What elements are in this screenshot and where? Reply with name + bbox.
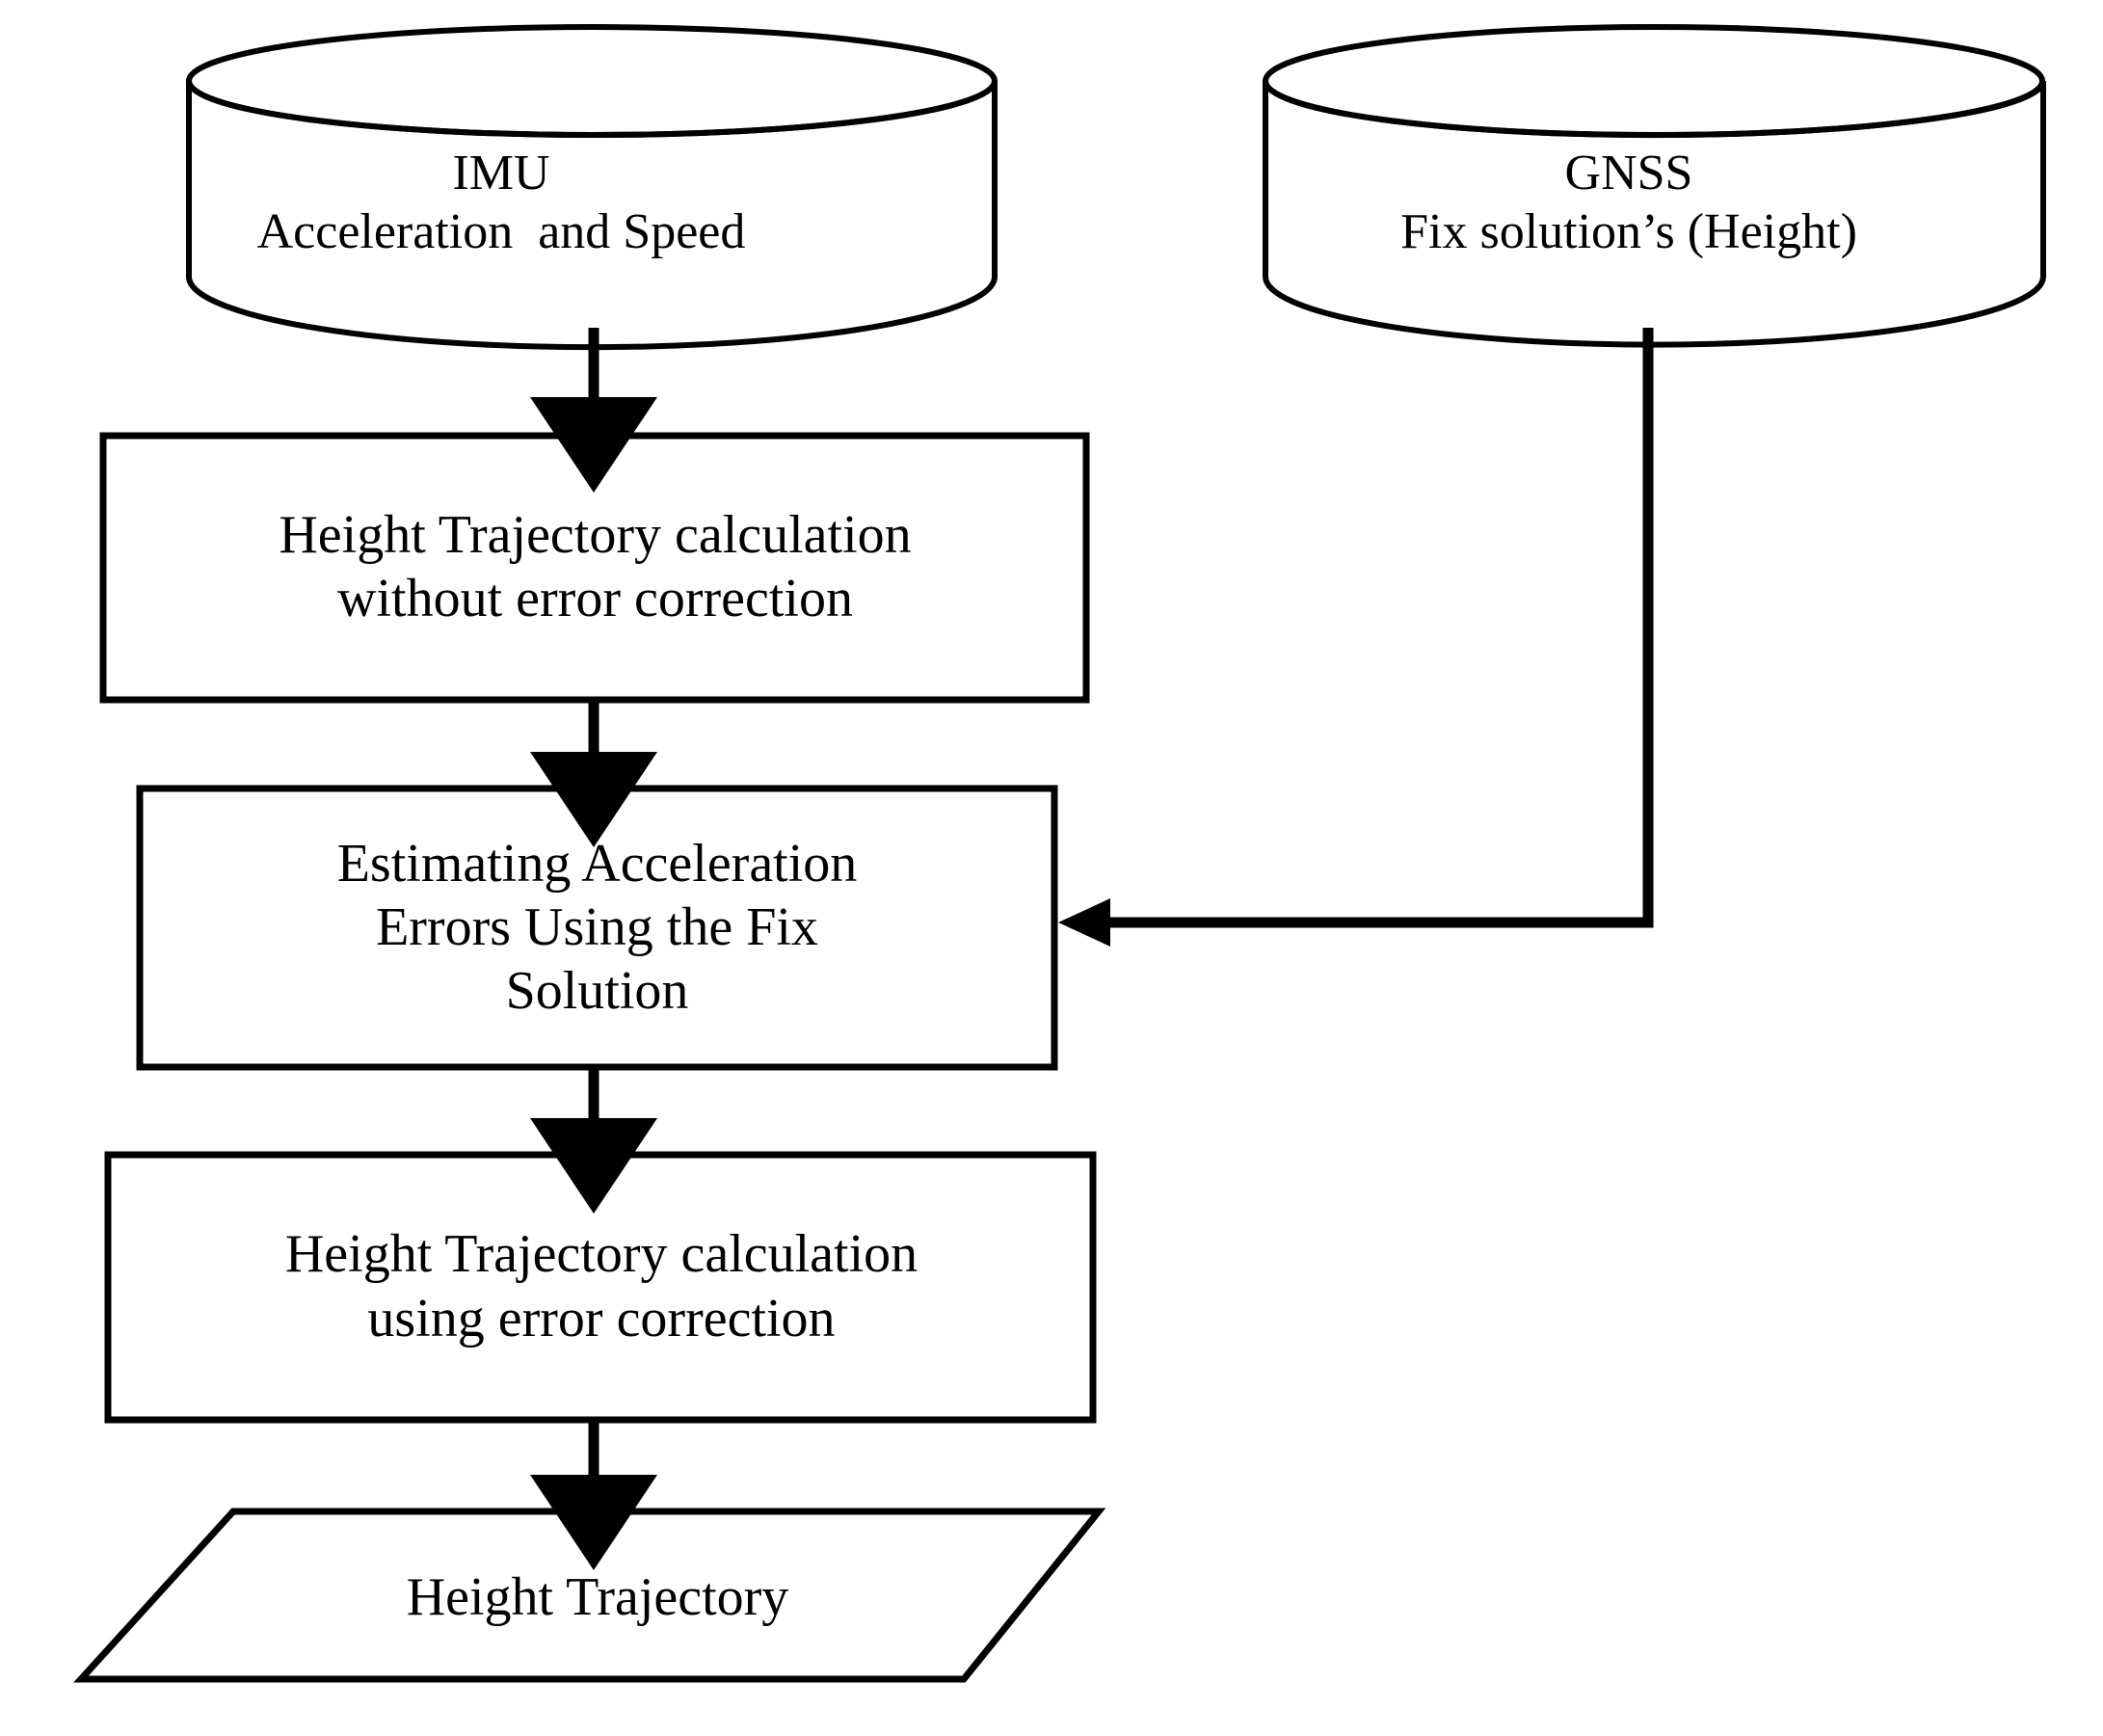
process-box-1-shape[interactable]	[99, 432, 1090, 704]
imu-datastore-shape[interactable]	[186, 24, 998, 351]
connector-gnss-to-process2	[1058, 328, 1654, 947]
process-box-2-shape[interactable]	[136, 785, 1058, 1071]
output-parallelogram-shape[interactable]	[73, 1508, 1106, 1683]
process-box-3-shape[interactable]	[104, 1151, 1097, 1424]
gnss-datastore-shape[interactable]	[1263, 24, 2046, 348]
